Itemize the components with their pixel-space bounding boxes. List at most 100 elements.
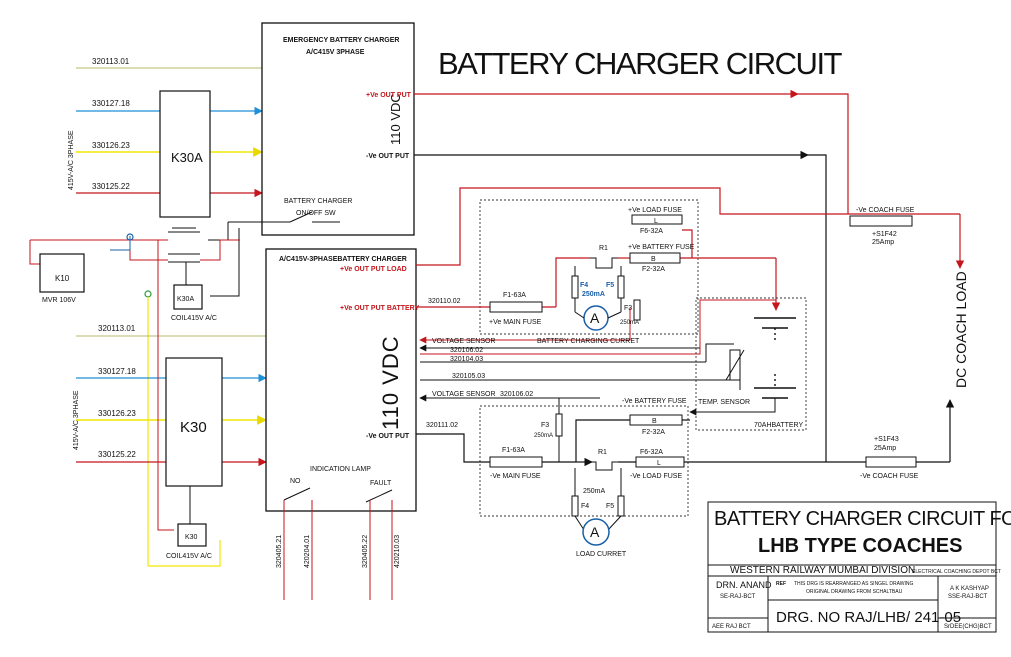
title-block-line1: BATTERY CHARGER CIRCUIT FOR (714, 508, 1011, 530)
neg-load-fuse (635, 456, 685, 468)
k30-coil-box-label: K30 (185, 534, 198, 541)
drawn-by-sub: SE-RAJ-BCT (720, 594, 756, 600)
on-off-switch-wiring (168, 211, 340, 297)
wire-label-top-2: 330127.18 (92, 99, 130, 108)
neg-f3-small: 250mA (534, 433, 553, 439)
emergency-pos-out: +Ve OUT PUT (366, 92, 412, 99)
k30a-coil (173, 284, 203, 310)
wire-label-bottom-2: 330127.18 (98, 367, 136, 376)
dc-coach-load-label: DC COACH LOAD (953, 271, 969, 388)
switch-label-1: BATTERY CHARGER (284, 198, 352, 205)
pos-r1-label: R1 (599, 245, 608, 252)
neg-fuse-f5 (617, 495, 625, 517)
neg-main-fuse (489, 456, 543, 468)
pos-main-fuse-label: +Ve MAIN FUSE (489, 319, 542, 326)
neg-ammeter-a: A (590, 524, 600, 540)
k10-label: K10 (55, 274, 70, 283)
pos-load-fuse-l: L (654, 218, 658, 225)
title-block (707, 501, 997, 633)
neg-load-fuse-label: -Ve LOAD FUSE (630, 473, 682, 480)
pos-f6-label: F6-32A (640, 228, 663, 235)
lamp-fault-label: FAULT (370, 480, 392, 487)
battery-panel (695, 297, 807, 431)
lamp-output-wires (283, 500, 393, 600)
neg-battery-fuse (629, 414, 683, 426)
emergency-vdc: 110 VDC (388, 93, 403, 145)
neg-battery-fuse-b: B (652, 418, 657, 425)
main-charger-title: A/C415V-3PHASEBATTERY CHARGER (279, 256, 407, 263)
out-battery-label: +Ve OUT PUT BATTERY (340, 305, 419, 312)
neg-coach-fuse-label: -Ve COACH FUSE (860, 473, 919, 480)
pos-fuse-f4 (571, 275, 579, 299)
neg-fuse-f3 (555, 413, 563, 437)
k30a-coil-box-label: K30A (177, 296, 194, 303)
k10-relay (39, 253, 85, 293)
pos-main-fuse-id: F1-63A (503, 292, 526, 299)
k30-coil-label: COIL415V A/C (166, 553, 212, 560)
drawn-by: DRN. ANAND (716, 580, 772, 590)
division-label: WESTERN RAILWAY MUMBAI DIVISION (730, 565, 915, 576)
pos-coach-fuse-label: -Ve COACH FUSE (856, 207, 915, 214)
out-load-label: +Ve OUT PUT LOAD (340, 266, 407, 273)
pos-shunt-label: 250mA (582, 291, 605, 298)
junction-green (144, 290, 152, 298)
neg-load-fuse-l: L (657, 460, 661, 467)
emergency-title-2: A/C415V 3PHASE (306, 49, 365, 56)
pos-f3-small: 250mA (620, 320, 639, 326)
diagram-title: BATTERY CHARGER CIRCUIT (438, 46, 843, 81)
pos-load-fuse (631, 214, 683, 225)
control-wiring-red (29, 239, 240, 265)
pos-f2-label: F2-32A (642, 266, 665, 273)
neg-output-wire-label: 320111.02 (426, 422, 458, 429)
wire-label-bottom-1: 320113.01 (98, 324, 136, 333)
lamp-wire-1: 320405.21 (276, 535, 283, 568)
signer-sub: SSE-RAJ-BCT (948, 594, 988, 600)
neg-ammeter (582, 518, 610, 546)
k30a-contactor (159, 90, 211, 218)
voltage-sensor-label-1: VOLTAGE SENSOR (432, 338, 496, 345)
drawing-number: DRG. NO RAJ/LHB/ 241-05 (776, 609, 961, 626)
indication-lamp-contacts (283, 487, 393, 503)
wire-label-bottom-4: 330125.22 (98, 450, 136, 459)
battery-symbol (754, 317, 796, 399)
negative-section-wires (416, 399, 955, 467)
k30-coil (177, 523, 207, 547)
lamp-wire-3: 320405.22 (362, 535, 369, 568)
pos-shunt-r1 (590, 257, 618, 269)
wire-label-top-1: 320113.01 (92, 57, 130, 66)
main-vdc: 110 VDC (378, 335, 403, 430)
pos-coach-fuse (849, 215, 913, 227)
emergency-title-1: EMERGENCY BATTERY CHARGER (283, 37, 399, 44)
battery-label: 70AHBATTERY (754, 422, 803, 429)
neg-shunt-label: 250mA (583, 488, 606, 495)
wire-label-bottom-3: 330126.23 (98, 409, 136, 418)
k30-contactor (165, 357, 223, 487)
main-neg-out: -Ve OUT PUT (366, 433, 410, 440)
pos-fuse-f5 (617, 275, 625, 299)
lamp-wire-4: 420210.03 (394, 535, 401, 568)
k30-label: K30 (180, 419, 207, 436)
pos-f4-label: F4 (580, 282, 588, 289)
emergency-neg-out: -Ve OUT PUT (366, 153, 410, 160)
emergency-charger-box (261, 22, 415, 236)
load-current-label: LOAD CURRET (576, 551, 627, 558)
sdee-label: SrDEE(CHG)BCT (944, 624, 992, 630)
pos-battery-wire-label: 320110.02 (428, 298, 461, 305)
lamp-no-label: NO (290, 478, 301, 485)
pos-coach-fuse-id: +S1F42 (872, 231, 897, 238)
switch-label-2: ON/OFF SW (296, 210, 336, 217)
positive-fuse-panel (479, 199, 699, 335)
neg-fuse-f4 (571, 495, 579, 517)
voltage-sensor-label-2: VOLTAGE SENSOR (432, 391, 496, 398)
neg-f5-label: F5 (606, 503, 614, 510)
title-block-line2: LHB TYPE COACHES (758, 535, 962, 557)
neg-f3-label: F3 (541, 422, 549, 429)
neg-coach-fuse (865, 456, 917, 468)
pos-fuse-f3 (633, 299, 641, 321)
sense-wire-1: 320106.02 (450, 347, 483, 354)
bottom-input-wires (76, 335, 267, 467)
main-charger-box (265, 248, 417, 512)
k30a-label: K30A (171, 150, 203, 165)
